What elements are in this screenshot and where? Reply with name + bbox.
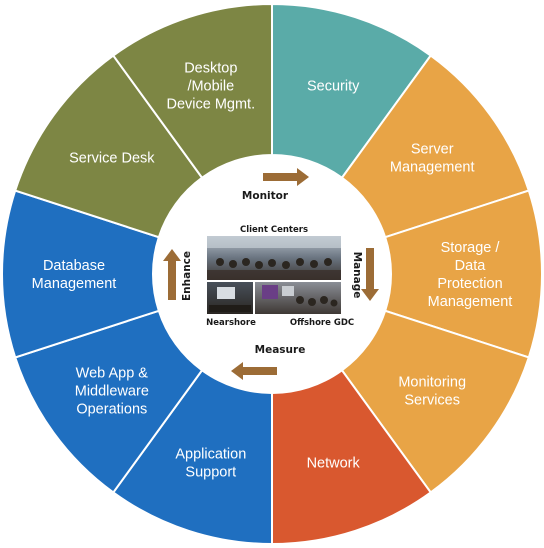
segment-9 — [111, 2, 273, 180]
segment-label-8: Service Desk — [69, 151, 155, 167]
nearshore-photo — [207, 282, 253, 314]
monitor-label: Monitor — [242, 190, 289, 202]
enhance-arrow-icon — [163, 249, 181, 300]
measure-label: Measure — [255, 344, 306, 356]
segment-label-0: Security — [307, 79, 360, 95]
measure-arrow-icon — [231, 362, 277, 380]
manage-arrow-icon — [361, 248, 379, 301]
client-centers-photo — [207, 236, 341, 280]
offshore-gdc-photo — [255, 282, 341, 314]
cycle-arrows — [163, 168, 379, 380]
offshore-gdc-label: Offshore GDC — [290, 318, 354, 328]
client-centers-label: Client Centers — [240, 225, 308, 235]
manage-label: Manage — [351, 252, 363, 299]
enhance-label: Enhance — [181, 251, 193, 301]
segment-label-4: Network — [307, 455, 361, 471]
nearshore-label: Nearshore — [206, 318, 256, 328]
monitor-arrow-icon — [263, 168, 309, 186]
